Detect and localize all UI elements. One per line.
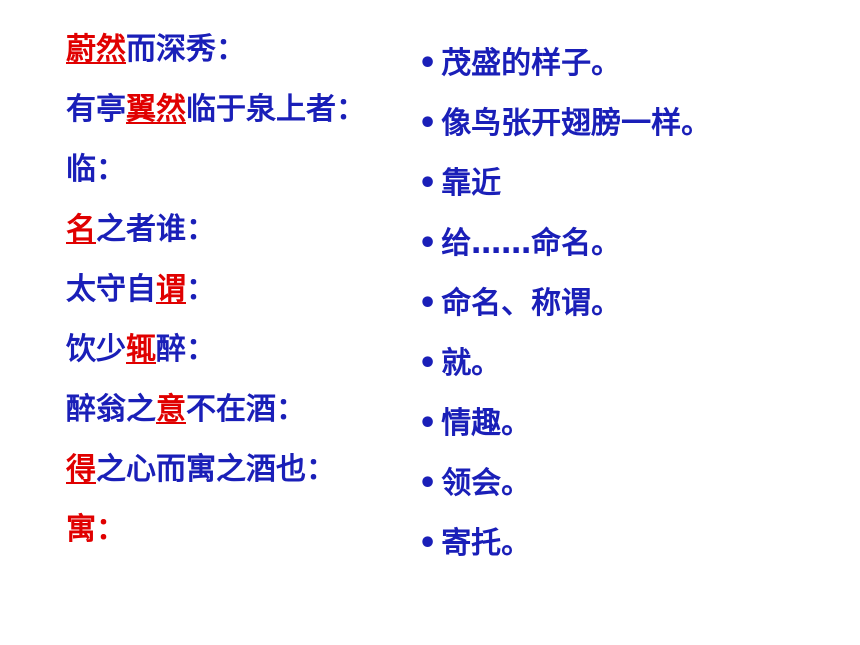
term-row: 临： bbox=[66, 150, 366, 210]
bullet-icon: • bbox=[418, 106, 438, 141]
bullet-icon: • bbox=[418, 46, 438, 81]
term-text: 饮少 bbox=[66, 332, 126, 367]
definition-row: •靠近 bbox=[418, 164, 711, 224]
term-column: 蔚然而深秀： 有亭翼然临于泉上者： 临： 名之者谁： 太守自谓： 饮少辄醉： 醉… bbox=[66, 30, 366, 570]
term-text: 醉翁之 bbox=[66, 392, 156, 427]
term-text: 醉： bbox=[156, 332, 216, 367]
term-red-text: 寓： bbox=[66, 512, 126, 547]
bullet-icon: • bbox=[418, 166, 438, 201]
term-row: 寓： bbox=[66, 510, 366, 570]
term-text: 临于泉上者： bbox=[186, 92, 366, 127]
term-text: 临： bbox=[66, 152, 126, 187]
term-text: 而深秀： bbox=[126, 32, 246, 67]
definition-text: 茂盛的样子。 bbox=[441, 46, 622, 81]
term-row: 饮少辄醉： bbox=[66, 330, 366, 390]
term-highlight: 谓 bbox=[156, 272, 186, 307]
definition-row: •茂盛的样子。 bbox=[418, 44, 711, 104]
term-text: 有亭 bbox=[66, 92, 126, 127]
definition-row: •给……命名。 bbox=[418, 224, 711, 284]
bullet-icon: • bbox=[418, 346, 438, 381]
bullet-icon: • bbox=[418, 226, 438, 261]
term-text: ： bbox=[186, 272, 216, 307]
term-row: 名之者谁： bbox=[66, 210, 366, 270]
definition-text: 就。 bbox=[441, 346, 502, 381]
definition-text: 命名、称谓。 bbox=[441, 286, 622, 321]
bullet-icon: • bbox=[418, 286, 438, 321]
term-highlight: 得 bbox=[66, 452, 96, 487]
definition-text: 领会。 bbox=[441, 466, 532, 501]
definition-row: •像鸟张开翅膀一样。 bbox=[418, 104, 711, 164]
bullet-icon: • bbox=[418, 466, 438, 501]
bullet-icon: • bbox=[418, 406, 438, 441]
term-highlight: 辄 bbox=[126, 332, 156, 367]
definition-column: •茂盛的样子。 •像鸟张开翅膀一样。 •靠近 •给……命名。 •命名、称谓。 •… bbox=[418, 44, 711, 584]
definition-text: 靠近 bbox=[441, 166, 502, 201]
term-row: 太守自谓： bbox=[66, 270, 366, 330]
term-text: 太守自 bbox=[66, 272, 156, 307]
bullet-icon: • bbox=[418, 526, 438, 561]
definition-text: 给……命名。 bbox=[441, 226, 622, 261]
definition-row: •就。 bbox=[418, 344, 711, 404]
definition-row: •情趣。 bbox=[418, 404, 711, 464]
term-highlight: 名 bbox=[66, 212, 96, 247]
term-row: 得之心而寓之酒也： bbox=[66, 450, 366, 510]
definition-row: •命名、称谓。 bbox=[418, 284, 711, 344]
term-text: 之者谁： bbox=[96, 212, 216, 247]
term-text: 之心而寓之酒也： bbox=[96, 452, 336, 487]
definition-row: •寄托。 bbox=[418, 524, 711, 584]
term-row: 有亭翼然临于泉上者： bbox=[66, 90, 366, 150]
term-highlight: 意 bbox=[156, 392, 186, 427]
definition-text: 情趣。 bbox=[441, 406, 532, 441]
term-text: 不在酒： bbox=[186, 392, 306, 427]
definition-text: 像鸟张开翅膀一样。 bbox=[441, 106, 712, 141]
term-highlight: 翼然 bbox=[126, 92, 186, 127]
definition-row: •领会。 bbox=[418, 464, 711, 524]
term-highlight: 蔚然 bbox=[66, 32, 126, 67]
term-row: 醉翁之意不在酒： bbox=[66, 390, 366, 450]
term-row: 蔚然而深秀： bbox=[66, 30, 366, 90]
definition-text: 寄托。 bbox=[441, 526, 532, 561]
